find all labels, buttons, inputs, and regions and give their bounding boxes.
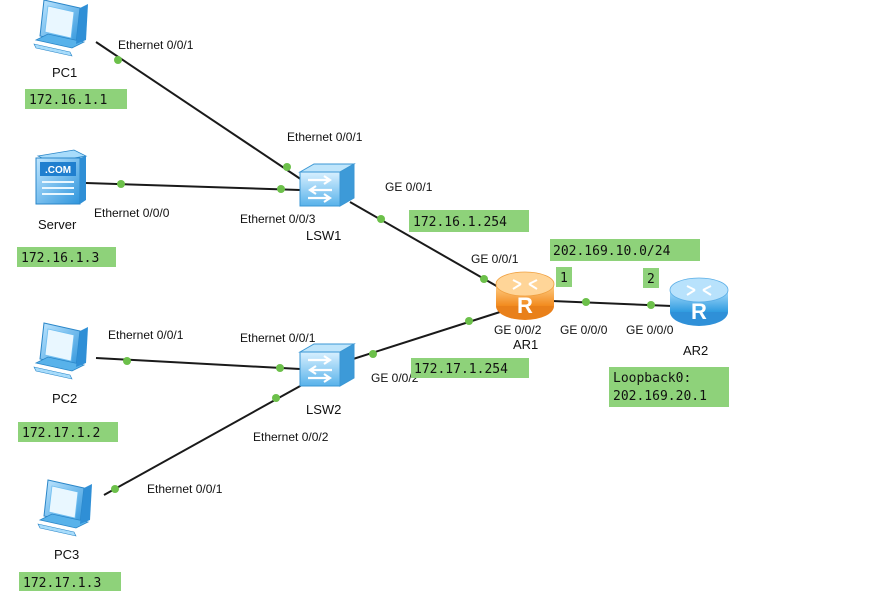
lsw1-device[interactable] <box>298 162 356 208</box>
lsw2-device[interactable] <box>298 342 356 388</box>
ar2-glyph: R <box>691 299 707 324</box>
note-pc2-ip: 172.17.1.2 <box>18 422 118 442</box>
svg-text:172.17.1.254: 172.17.1.254 <box>414 362 508 377</box>
router-icon: R <box>669 277 729 326</box>
pc2-device[interactable] <box>33 322 89 380</box>
pc1-name: PC1 <box>52 65 77 80</box>
pc2-name: PC2 <box>52 391 77 406</box>
port-label-lsw1-e3: Ethernet 0/0/3 <box>240 212 316 226</box>
port-label-lsw2-ge: GE 0/0/2 <box>371 371 419 385</box>
ar1-glyph: R <box>517 293 533 318</box>
pc-icon <box>33 322 89 380</box>
port-dot <box>480 275 488 283</box>
port-label-ar2-ge0: GE 0/0/0 <box>626 323 674 337</box>
pc-icon <box>33 0 89 57</box>
svg-text:172.17.1.3: 172.17.1.3 <box>23 576 101 591</box>
link-pc1-lsw1 <box>95 41 303 181</box>
server-name: Server <box>38 217 77 232</box>
pc3-name: PC3 <box>54 547 79 562</box>
port-label-lsw1-e1: Ethernet 0/0/1 <box>287 130 363 144</box>
svg-text:2: 2 <box>647 272 655 287</box>
port-dot <box>647 301 655 309</box>
note-pc1-ip: 172.16.1.1 <box>25 89 127 109</box>
server-device[interactable]: .COM <box>35 149 88 205</box>
note-loopback: Loopback0: 202.169.20.1 <box>609 367 729 407</box>
ar1-device[interactable]: R <box>495 271 555 320</box>
server-badge: .COM <box>45 165 71 176</box>
link-lsw1-ar1 <box>349 201 501 289</box>
port-dot <box>123 357 131 365</box>
svg-text:202.169.20.1: 202.169.20.1 <box>613 389 707 404</box>
port-label-lsw2-e2: Ethernet 0/0/2 <box>253 430 329 444</box>
port-dot <box>117 180 125 188</box>
note-server-ip: 172.16.1.3 <box>17 247 116 267</box>
port-label-server: Ethernet 0/0/0 <box>94 206 170 220</box>
pc3-device[interactable] <box>37 479 93 537</box>
port-dot <box>369 350 377 358</box>
note-gw1: 172.16.1.254 <box>409 210 529 232</box>
ar2-name: AR2 <box>683 343 708 358</box>
port-label-pc1: Ethernet 0/0/1 <box>118 38 194 52</box>
note-ar2-host: 2 <box>643 268 659 288</box>
server-icon: .COM <box>35 149 88 205</box>
note-ar1-host: 1 <box>556 267 572 287</box>
ar1-name: AR1 <box>513 337 538 352</box>
port-dot <box>465 317 473 325</box>
link-pc3-lsw2 <box>103 384 303 496</box>
ar2-device[interactable]: R <box>669 277 729 326</box>
port-dot <box>377 215 385 223</box>
svg-text:172.16.1.254: 172.16.1.254 <box>413 215 507 230</box>
lsw2-name: LSW2 <box>306 402 341 417</box>
port-label-pc3: Ethernet 0/0/1 <box>147 482 223 496</box>
router-icon: R <box>495 271 555 320</box>
switch-icon <box>298 342 356 388</box>
svg-text:172.16.1.3: 172.16.1.3 <box>21 251 99 266</box>
port-label-ar1-ge1: GE 0/0/1 <box>471 252 519 266</box>
switch-icon <box>298 162 356 208</box>
svg-text:172.16.1.1: 172.16.1.1 <box>29 93 107 108</box>
svg-text:172.17.1.2: 172.17.1.2 <box>22 426 100 441</box>
port-dot <box>582 298 590 306</box>
svg-text:1: 1 <box>560 271 568 286</box>
port-label-pc2: Ethernet 0/0/1 <box>108 328 184 342</box>
port-label-ar1-ge0: GE 0/0/0 <box>560 323 608 337</box>
port-dot <box>114 56 122 64</box>
port-dot <box>283 163 291 171</box>
port-dot <box>277 185 285 193</box>
port-label-ar1-ge2: GE 0/0/2 <box>494 323 542 337</box>
port-dot <box>272 394 280 402</box>
port-label-lsw1-ge: GE 0/0/1 <box>385 180 433 194</box>
port-dot <box>276 364 284 372</box>
note-pc3-ip: 172.17.1.3 <box>19 572 121 591</box>
svg-text:Loopback0:: Loopback0: <box>613 371 691 386</box>
pc-icon <box>37 479 93 537</box>
note-gw2: 172.17.1.254 <box>411 358 529 378</box>
pc1-device[interactable] <box>33 0 89 57</box>
lsw1-name: LSW1 <box>306 228 341 243</box>
note-wan-net: 202.169.10.0/24 <box>550 239 700 261</box>
port-dot <box>111 485 119 493</box>
port-label-lsw2-e1: Ethernet 0/0/1 <box>240 331 316 345</box>
svg-text:202.169.10.0/24: 202.169.10.0/24 <box>553 244 671 259</box>
